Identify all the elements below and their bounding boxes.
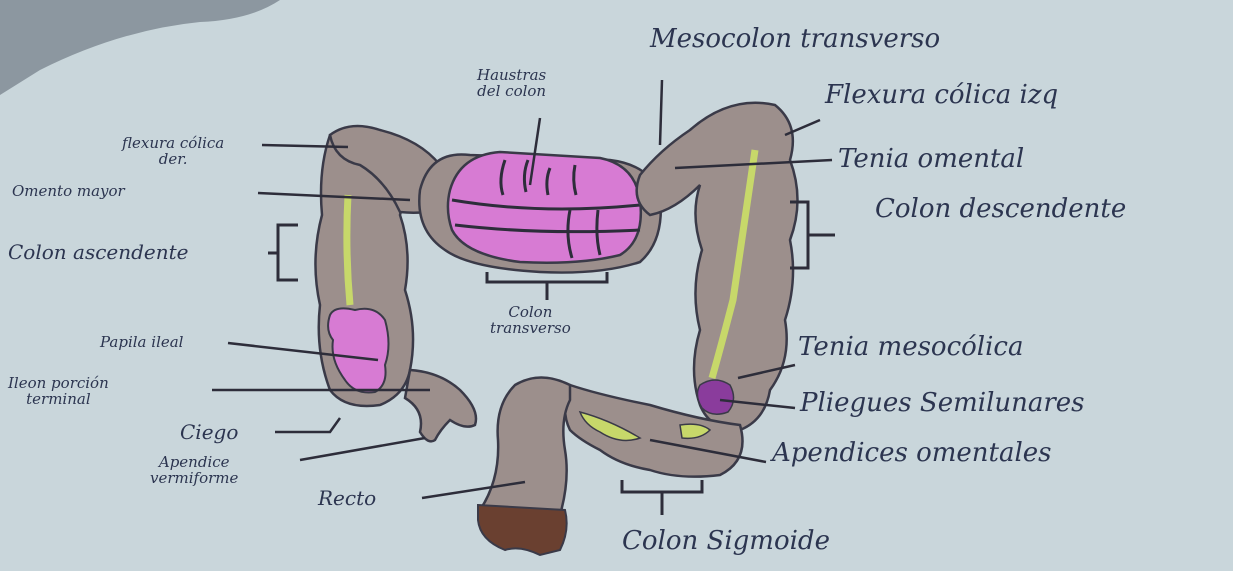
label-tenia-mesocolica: Tenia mesocólica — [798, 334, 1023, 361]
tenia-ascendente — [347, 195, 350, 305]
label-apendices-omentales: Apendices omentales — [772, 440, 1052, 467]
label-colon-sigmoide: Colon Sigmoide — [622, 528, 830, 555]
label-colon-descendente: Colon descendente — [875, 196, 1126, 223]
label-mesocolon-transverso: Mesocolon transverso — [650, 26, 940, 53]
label-colon-ascendente: Colon ascendente — [8, 242, 189, 263]
label-ileon: Ileon porción terminal — [8, 376, 109, 408]
pliegues-shape — [697, 380, 733, 414]
label-papila-ileal: Papila ileal — [100, 335, 183, 351]
label-ciego: Ciego — [180, 422, 238, 443]
label-recto: Recto — [318, 488, 376, 509]
label-omento-mayor: Omento mayor — [12, 184, 125, 200]
label-colon-transverso: Colon transverso — [490, 305, 571, 337]
label-flexura-der: flexura cólica der. — [122, 136, 224, 168]
label-pliegues: Pliegues Semilunares — [800, 390, 1085, 417]
label-haustras: Haustras del colon — [477, 68, 546, 100]
label-apendice: Apendice vermiforme — [150, 455, 238, 487]
label-tenia-omental: Tenia omental — [838, 146, 1024, 173]
label-flexura-izq: Flexura cólica izq — [825, 82, 1058, 109]
